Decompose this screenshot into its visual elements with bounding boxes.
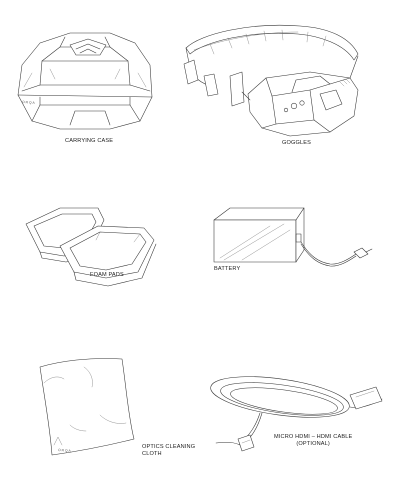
- battery-item: BATTERY: [200, 200, 380, 290]
- battery-illustration: [200, 200, 380, 290]
- foam-pads-caption: FOAM PADS: [90, 272, 124, 279]
- cleaning-cloth-caption: OPTICS CLEANING CLOTH: [142, 444, 195, 457]
- hdmi-cable-illustration: [200, 355, 405, 470]
- goggles-item: GOGGLES: [180, 20, 370, 150]
- carrying-case-item: ORQA CARRYING CASE: [10, 25, 160, 135]
- hdmi-cable-item: MICRO HDMI – HDMI CABLE (OPTIONAL): [200, 355, 405, 470]
- goggles-caption: GOGGLES: [282, 140, 311, 147]
- battery-caption: BATTERY: [214, 266, 240, 273]
- goggles-illustration: [180, 20, 370, 150]
- carrying-case-caption: CARRYING CASE: [65, 138, 113, 145]
- carrying-case-illustration: ORQA: [10, 25, 160, 135]
- cleaning-cloth-item: ORQA OPTICS CLEANING CLOTH: [30, 355, 180, 470]
- hdmi-cable-caption: MICRO HDMI – HDMI CABLE (OPTIONAL): [274, 434, 352, 447]
- foam-pads-item: FOAM PADS: [20, 200, 170, 290]
